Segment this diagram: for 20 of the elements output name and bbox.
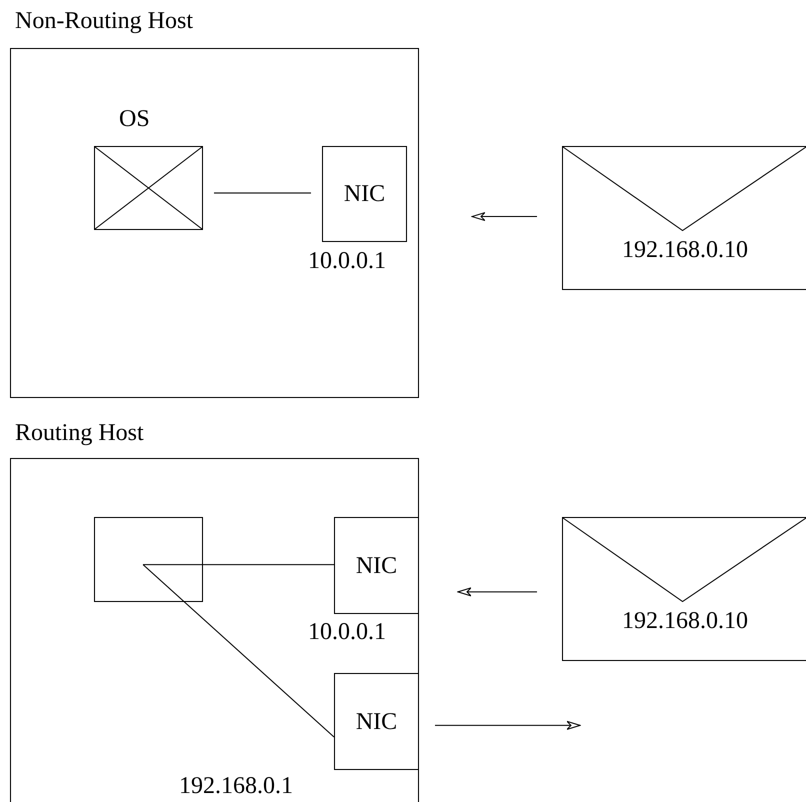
ip-address: 192.168.0.10 xyxy=(621,236,749,264)
ip-address: 192.168.0.1 xyxy=(179,772,293,800)
connector-line xyxy=(142,564,334,738)
connector-line xyxy=(142,564,334,566)
os-box xyxy=(94,517,203,602)
arrow xyxy=(458,587,538,596)
ip-address: 192.168.0.10 xyxy=(621,607,749,636)
ip-address: 10.0.0.1 xyxy=(308,618,386,646)
connector-line xyxy=(214,192,312,194)
nic-label: NIC xyxy=(354,552,398,580)
host-title: Routing Host xyxy=(15,419,144,447)
envelope-shape xyxy=(562,517,806,661)
ip-address: 10.0.0.1 xyxy=(308,247,386,275)
arrow xyxy=(434,720,580,730)
envelope-shape xyxy=(562,146,806,290)
host-title: Non-Routing Host xyxy=(15,7,194,35)
arrow xyxy=(472,212,538,222)
nic-label: NIC xyxy=(354,708,398,736)
nic-label: NIC xyxy=(342,180,386,208)
os-label: OS xyxy=(119,105,150,133)
